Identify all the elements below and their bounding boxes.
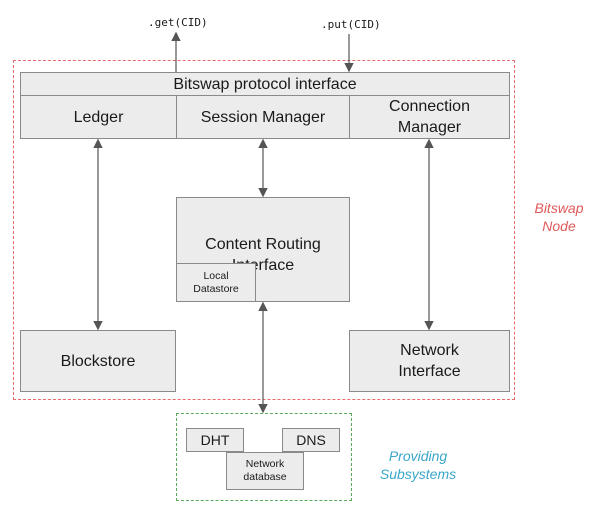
local-datastore-box: Local Datastore xyxy=(176,263,256,302)
blockstore-box: Blockstore xyxy=(20,330,176,392)
local-datastore-label-line1: Local xyxy=(203,269,229,282)
connection-manager-label-line2: Manager xyxy=(397,119,462,136)
dns-label: DNS xyxy=(296,431,326,448)
bitswap-node-label-line2: Node xyxy=(542,218,576,234)
providing-subsystems-label-line2: Subsystems xyxy=(379,466,457,482)
protocol-interface-title: Bitswap protocol interface xyxy=(173,75,357,93)
providing-subsystems-label-line1: Providing xyxy=(388,448,448,464)
connection-manager-label-line1: Connection xyxy=(389,98,470,115)
local-datastore-label-line2: Datastore xyxy=(193,282,239,295)
network-interface-box: Network Interface xyxy=(349,330,510,392)
session-manager-label: Session Manager xyxy=(200,108,326,126)
ledger-label: Ledger xyxy=(73,108,124,126)
providing-subsystems-label: Providing Subsystems xyxy=(372,447,464,483)
bitswap-node-label-line1: Bitswap xyxy=(534,200,584,216)
get-cid-label: .get(CID) xyxy=(148,16,208,29)
connection-manager-box: Connection Manager xyxy=(349,95,510,139)
dns-box: DNS xyxy=(282,428,340,452)
providing-subsystems-region xyxy=(176,413,352,501)
ledger-box: Ledger xyxy=(20,95,177,139)
network-interface-label-line2: Interface xyxy=(398,363,461,380)
bitswap-node-label: Bitswap Node xyxy=(524,199,594,235)
content-routing-label-line1: Content Routing xyxy=(205,235,321,253)
dht-box: DHT xyxy=(186,428,244,452)
network-database-label-line1: Network xyxy=(245,458,285,470)
network-database-box: Network database xyxy=(226,452,304,490)
bitswap-protocol-interface: Bitswap protocol interface xyxy=(20,72,510,96)
put-cid-label: .put(CID) xyxy=(321,18,381,31)
network-interface-label-line1: Network xyxy=(400,342,459,359)
dht-label: DHT xyxy=(200,431,230,448)
network-database-label-line2: database xyxy=(243,471,287,483)
blockstore-label: Blockstore xyxy=(60,352,136,370)
session-manager-box: Session Manager xyxy=(176,95,350,139)
